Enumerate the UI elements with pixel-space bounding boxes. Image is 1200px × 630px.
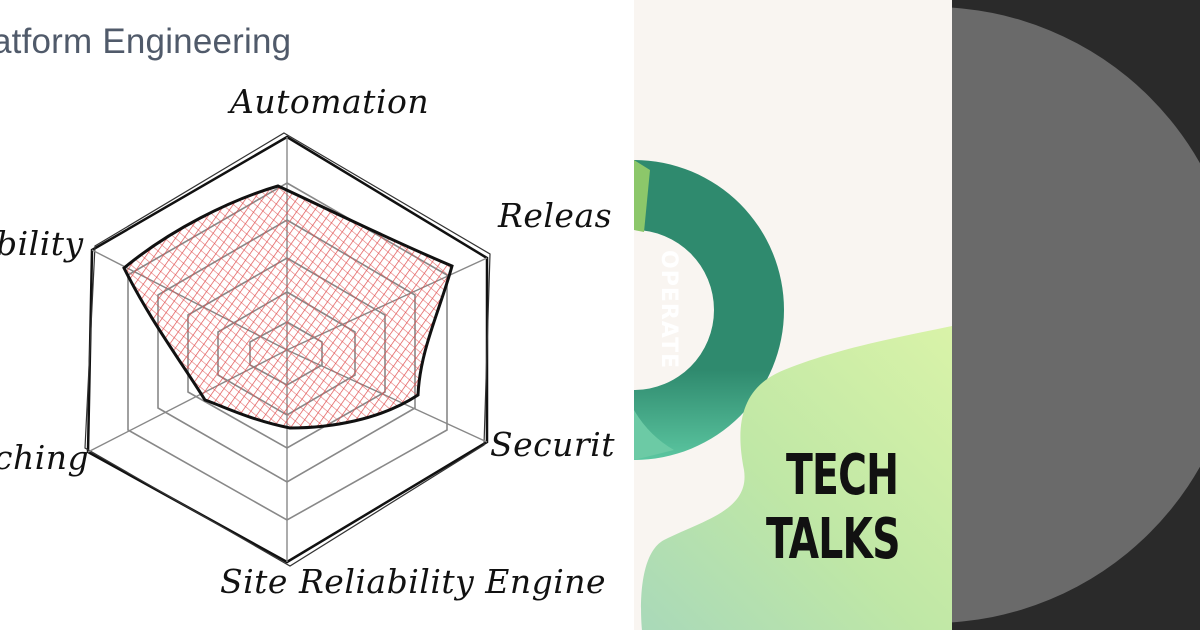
abstract-panel — [952, 0, 1200, 630]
grey-circle — [952, 7, 1200, 623]
operate-text: OPERATE — [656, 250, 681, 369]
green-blob — [641, 326, 952, 630]
axis-label-release: Releas — [498, 196, 613, 235]
axis-label-patching: ching — [0, 438, 90, 477]
radar-data-area — [122, 184, 454, 430]
operate-ring — [634, 160, 784, 460]
tech-talks-panel: OPERATE TECH TALKS — [634, 0, 952, 630]
talks-title: TALKS — [766, 507, 901, 572]
axis-label-security: Securit — [490, 425, 615, 464]
axis-label-reliability: bility — [0, 224, 84, 263]
axis-label-automation: Automation — [230, 82, 430, 121]
grey-circle-art — [952, 7, 1200, 623]
radar-chart-panel: atform Engineering — [0, 22, 615, 601]
panel-title: atform Engineering — [0, 22, 292, 61]
tech-title: TECH — [786, 443, 899, 508]
tech-talks-artwork — [634, 160, 952, 630]
axis-label-site-reliability: Site Reliability Engine — [220, 562, 607, 601]
operate-label: OPERATE — [640, 250, 700, 390]
radar-chart — [84, 132, 491, 567]
